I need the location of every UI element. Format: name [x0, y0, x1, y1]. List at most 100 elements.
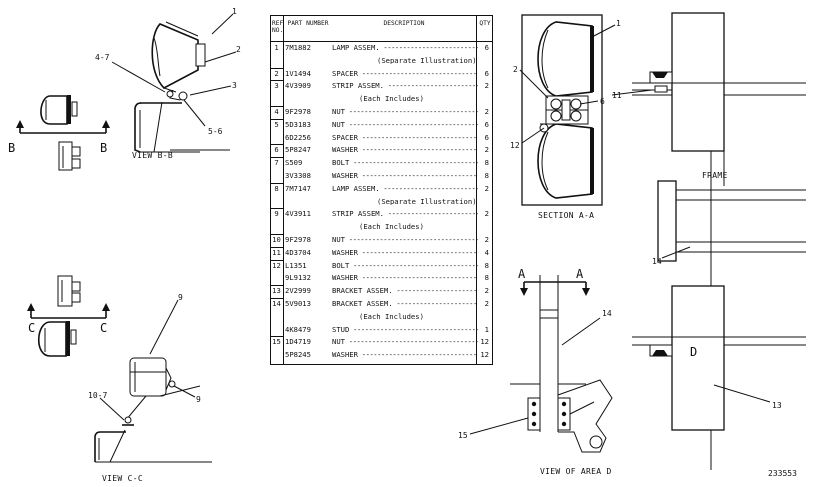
qty-cell: 2 [484, 299, 489, 308]
table-row: 151D4719NUT12 [271, 338, 492, 347]
part-number-cell: 5P8247 [285, 145, 311, 155]
table-row: 9L9132WASHER8 [271, 274, 492, 283]
description-cell: BRACKET ASSEM. [332, 300, 478, 307]
ref-cell: 4 [274, 107, 279, 116]
header-ref-no: REF NO. [272, 20, 284, 35]
row-divider [271, 67, 284, 69]
section-b-marker [16, 95, 110, 171]
description-cell: (Separate Illustration) [377, 56, 477, 64]
description-cell: (Each Includes) [359, 95, 424, 103]
qty-cell: 6 [484, 132, 489, 142]
table-row: (Separate Illustration) [271, 198, 492, 207]
part-number-cell: 9L9132 [285, 273, 311, 283]
row-divider [271, 208, 284, 210]
description-cell: WASHER [332, 172, 478, 179]
callout-section-6: 6 [600, 97, 605, 106]
section-mark-a-left: A [518, 267, 526, 281]
callout-section-2: 2 [513, 65, 518, 74]
table-row: 4K8479 STUD 1 [271, 324, 492, 335]
part-number-cell: 4V3909 [285, 81, 311, 91]
ref-cell: 3 [274, 81, 279, 91]
table-row: 12L1351BOLT8 [271, 260, 492, 271]
description-cell: NUT [332, 121, 478, 128]
ref-cell: 14 [272, 299, 281, 308]
part-number-cell: 5V9013 [285, 299, 311, 308]
description-cell: (Each Includes) [359, 223, 424, 231]
description-cell: (Separate Illustration) [377, 197, 477, 205]
row-divider [271, 80, 284, 82]
part-number-cell: 9F2978 [285, 107, 311, 116]
row-divider [271, 144, 284, 146]
row-divider [271, 298, 284, 299]
callout-section-12: 12 [510, 141, 520, 150]
part-number-cell: 4D3704 [285, 247, 311, 257]
parts-table: REF NO. PART NUMBER DESCRIPTION QTY 1 7M1… [270, 15, 493, 365]
qty-cell: 2 [484, 209, 489, 219]
table-row: (Each Includes) [271, 313, 492, 322]
header-part-number: PART NUMBER [287, 20, 329, 27]
ref-cell: 1 [274, 43, 279, 52]
table-row: 4 9F2978 NUT 2 [271, 108, 492, 117]
part-number-cell: 5D3183 [285, 119, 311, 129]
view-bb-title: VIEW B-B [132, 151, 173, 160]
ref-cell: 6 [274, 145, 279, 155]
ref-cell: 10 [272, 235, 281, 244]
qty-cell: 6 [484, 119, 489, 129]
description-cell: STUD [332, 326, 478, 333]
callout-d-15: 15 [458, 431, 468, 440]
callout-3-upper: 3 [232, 81, 237, 90]
ref-cell: 15 [272, 337, 281, 347]
qty-cell: 6 [484, 43, 489, 52]
ref-cell: 5 [274, 119, 279, 129]
header-qty: QTY [479, 20, 491, 27]
section-mark-c-right: C [100, 321, 107, 335]
description-cell: NUT [332, 108, 478, 115]
callout-1-upper: 1 [232, 7, 237, 16]
ref-cell: 2 [274, 68, 279, 78]
section-mark-d: D [690, 345, 697, 359]
area-d-drawing [469, 275, 613, 453]
callout-4-7: 4-7 [95, 53, 110, 62]
callout-section-1: 1 [616, 19, 621, 28]
table-row: 5P8245WASHER12 [271, 351, 492, 360]
callout-frame-11: 11 [612, 91, 622, 100]
table-row: 6D2256SPACER6 [271, 132, 492, 143]
ref-cell: 12 [272, 260, 281, 270]
qty-cell: 2 [484, 286, 489, 296]
description-cell: BRACKET ASSEM. [332, 287, 478, 294]
part-number-cell: 3V3308 [285, 171, 311, 180]
description-cell: SPACER [332, 134, 478, 141]
section-mark-c-left: C [28, 321, 35, 335]
row-divider [271, 285, 284, 287]
ref-cell: 8 [274, 183, 279, 193]
qty-cell: 1 [484, 324, 489, 334]
qty-cell: 2 [484, 235, 489, 244]
part-number-cell: 9F2978 [285, 235, 311, 244]
qty-cell: 2 [484, 107, 489, 116]
description-cell: SPACER [332, 70, 478, 77]
col-divider-ref [283, 16, 284, 364]
description-cell: WASHER [332, 274, 478, 281]
table-row: 2 1V1494 SPACER 6 [271, 68, 492, 79]
part-number-cell: 7M1882 [285, 43, 311, 52]
ref-cell: 9 [274, 209, 279, 219]
callout-9-top: 9 [178, 293, 183, 302]
part-number-cell: 1V1494 [285, 68, 311, 78]
part-number-cell: 4V3911 [285, 209, 311, 219]
part-number-cell: 2V2999 [285, 286, 311, 296]
callout-frame-13: 13 [772, 401, 782, 410]
qty-cell: 6 [484, 68, 489, 78]
section-c-marker [27, 275, 110, 357]
part-number-cell: 4K8479 [285, 324, 311, 334]
description-cell: BOLT [332, 159, 478, 166]
row-divider [271, 106, 284, 107]
table-row: (Each Includes) [271, 95, 492, 104]
description-cell: NUT [332, 236, 478, 243]
frame-drawing [611, 12, 806, 470]
row-divider [271, 259, 284, 261]
description-cell: BOLT [332, 262, 478, 269]
header-description: DESCRIPTION [383, 20, 425, 27]
